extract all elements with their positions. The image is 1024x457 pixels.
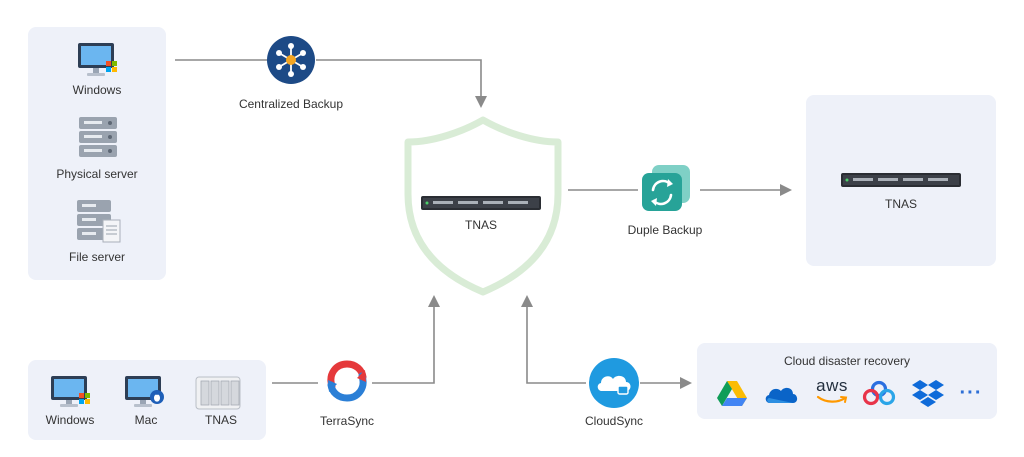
windows-pc-icon — [78, 43, 117, 76]
hub-network-icon — [267, 36, 315, 84]
remote-tnas-label: TNAS — [884, 197, 917, 211]
centralized-to-tnas-line — [316, 59, 487, 108]
windows-client-icon — [51, 376, 90, 407]
tnas-client-icon — [195, 376, 241, 410]
sync-copy-icon — [642, 165, 690, 211]
mac-client-icon — [125, 376, 164, 407]
mac-client-label: Mac — [134, 413, 158, 427]
file-server-label: File server — [68, 250, 125, 264]
cloud-panel — [697, 343, 997, 419]
centralized-backup-label: Centralized Backup — [238, 97, 344, 111]
dropbox-icon — [912, 380, 944, 407]
more-icon: ··· — [959, 382, 983, 404]
aws-logo-text: aws — [816, 376, 848, 395]
central-nas-device-icon — [421, 196, 541, 210]
windows-client-label: Windows — [45, 413, 95, 427]
circular-sync-icon — [327, 360, 367, 402]
baidu-cloud-icon — [862, 380, 896, 406]
cloudsync-to-tnas-line — [521, 295, 586, 384]
file-server-icon — [77, 200, 121, 243]
central-tnas-label: TNAS — [464, 218, 497, 232]
physical-server-label: Physical server — [56, 167, 138, 181]
physical-server-icon — [79, 117, 117, 157]
tnas-client-label: TNAS — [204, 413, 237, 427]
cloudsync-label: CloudSync — [584, 414, 644, 428]
onedrive-icon — [765, 387, 798, 403]
cloud-panel-title: Cloud disaster recovery — [783, 354, 911, 368]
windows-source-label: Windows — [72, 83, 122, 97]
terrasync-label: TerraSync — [319, 414, 375, 428]
cloud-lock-icon — [589, 358, 639, 408]
google-drive-icon — [717, 381, 747, 406]
aws-icon: aws — [814, 377, 850, 405]
terrasync-to-tnas-line — [372, 295, 440, 384]
remote-nas-device-icon — [841, 173, 961, 187]
duple-backup-label: Duple Backup — [627, 223, 703, 237]
